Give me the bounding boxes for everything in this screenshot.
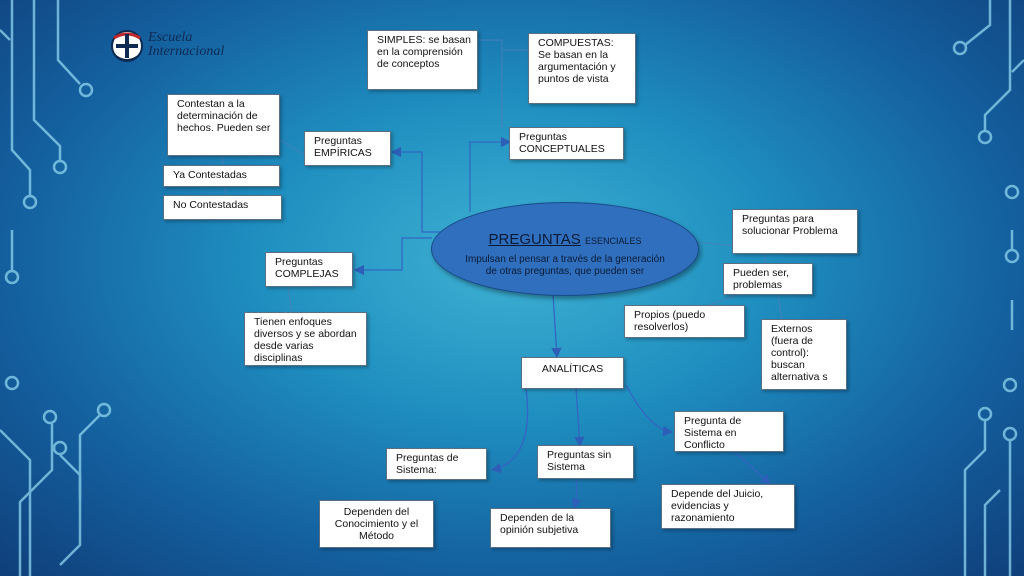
- node-no-contestadas: No Contestadas: [163, 195, 282, 220]
- node-opinion: Dependen de la opinión subjetiva: [490, 508, 611, 548]
- node-enfoques: Tienen enfoques diversos y se abordan de…: [244, 312, 367, 366]
- node-conceptuales: Preguntas CONCEPTUALES: [509, 127, 624, 160]
- node-propios: Propios (puedo resolverlos): [624, 305, 745, 338]
- node-externos: Externos (fuera de control): buscan alte…: [761, 319, 847, 390]
- node-simples: SIMPLES: se basan en la comprensión de c…: [367, 30, 478, 90]
- node-pueden-ser: Pueden ser, problemas: [723, 263, 813, 295]
- central-description: Impulsan el pensar a través de la genera…: [465, 254, 665, 277]
- logo-line-2: Internacional: [148, 44, 225, 59]
- node-ya-contestadas: Ya Contestadas: [163, 165, 280, 187]
- node-complejas: Preguntas COMPLEJAS: [265, 252, 353, 287]
- central-title-main: PREGUNTAS: [488, 231, 581, 248]
- node-juicio: Depende del Juicio, evidencias y razonam…: [661, 484, 795, 529]
- node-sin-sistema: Preguntas sin Sistema: [537, 445, 634, 479]
- node-contestan: Contestan a la determinación de hechos. …: [167, 94, 280, 156]
- node-compuestas: COMPUESTAS: Se basan en la argumentación…: [528, 33, 636, 104]
- central-title: PREGUNTAS ESENCIALES: [432, 231, 698, 248]
- node-solucionar: Preguntas para solucionar Problema: [732, 209, 858, 254]
- node-conflicto: Pregunta de Sistema en Conflicto: [674, 411, 784, 452]
- node-conocimiento: Dependen del Conocimiento y el Método: [319, 500, 434, 548]
- node-sistema: Preguntas de Sistema:: [386, 448, 487, 480]
- logo-line-1: Escuela: [148, 30, 193, 45]
- logo-emblem: [111, 30, 143, 62]
- central-node: PREGUNTAS ESENCIALES Impulsan el pensar …: [431, 202, 699, 296]
- logo-text: Escuela Internacional: [148, 31, 224, 59]
- node-analiticas: ANALÍTICAS: [521, 357, 624, 389]
- central-title-sub: ESENCIALES: [584, 236, 642, 246]
- node-empiricas: Preguntas EMPÍRICAS: [304, 131, 391, 166]
